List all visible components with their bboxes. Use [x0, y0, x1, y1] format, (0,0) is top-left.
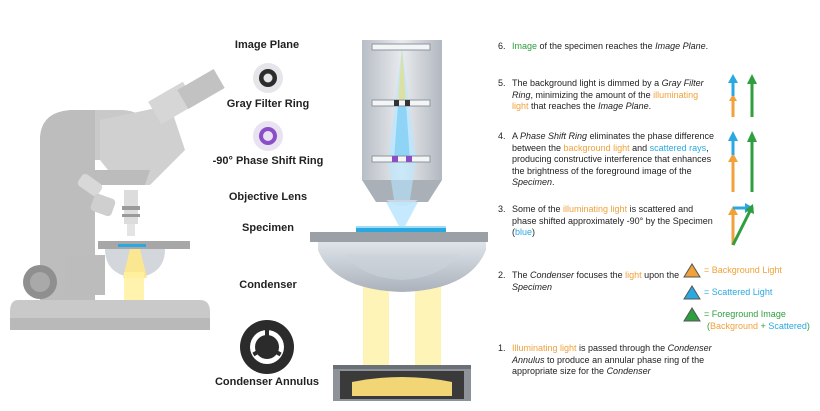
condenser-annulus-icon: [240, 320, 294, 374]
condenser-lens: [318, 242, 486, 292]
step-text-run: Some of the: [512, 204, 564, 214]
image-plane-bar: [371, 43, 431, 51]
legend-foreground-label: Foreground Image: [711, 309, 786, 319]
step-text-run: Phase Shift Ring: [520, 131, 588, 141]
step-text-run: Specimen: [512, 281, 553, 292]
step-text-run: Condenser: [606, 366, 651, 376]
legend-scattered: = Scattered Light: [704, 287, 772, 297]
image-plane-label: Image Plane: [234, 39, 300, 51]
gray-filter-ring-icon: [253, 63, 283, 93]
step-text-run: The: [512, 270, 531, 280]
step-number: 2.: [498, 270, 506, 280]
legend-background-label: Background Light: [711, 265, 782, 275]
step-text-run: Image Plane: [655, 41, 706, 51]
step-text: Image of the specimen reaches the Image …: [512, 41, 714, 53]
step-text-run: Specimen: [512, 177, 553, 187]
legend-sub-plus: +: [758, 321, 769, 331]
paren-close: ): [806, 321, 810, 331]
step-text: The Condenser focuses the light upon the…: [512, 270, 714, 293]
step-text: A Phase Shift Ring eliminates the phase …: [512, 131, 714, 189]
step-text-run: Image Plane: [598, 101, 649, 111]
step-text-run: to produce an annular phase ring of the …: [512, 354, 705, 377]
step-text-run: The background light is dimmed by a: [512, 78, 662, 88]
step-text-run: that reaches the: [528, 101, 599, 111]
legend-sub-scattered: Scattered: [768, 321, 807, 331]
step-number: 3.: [498, 204, 506, 214]
vector-arrow-icon: [728, 74, 757, 246]
legend-eq: =: [704, 287, 710, 297]
condenser-annulus-label: Condenser Annulus: [214, 376, 320, 388]
paren-open: (: [707, 321, 710, 331]
step-text: Some of the illuminating light is scatte…: [512, 204, 714, 239]
phase-shift-ring-bar: [371, 155, 431, 163]
step-text-run: of the specimen reaches the: [537, 41, 656, 51]
step-text-run: .: [705, 41, 709, 51]
step-text-run: ): [532, 227, 536, 237]
step-text: The background light is dimmed by a Gray…: [512, 78, 714, 113]
phase-shift-ring-label: -90° Phase Shift Ring: [212, 155, 324, 167]
legend-eq: =: [704, 265, 710, 275]
step-text-run: is scattered and phase shifted approxima…: [512, 204, 713, 237]
step-text-run: and: [629, 142, 650, 153]
gray-filter-ring-bar: [371, 99, 431, 107]
step-text-run: A: [512, 131, 521, 141]
specimen-label: Specimen: [242, 222, 294, 234]
legend-swatches: [683, 263, 701, 322]
legend-background: = Background Light: [704, 265, 782, 275]
step-text-run: light: [625, 270, 642, 280]
step-text-run: Condenser Annulus: [512, 343, 712, 365]
stage: [310, 226, 488, 242]
step-text-run: blue: [515, 227, 533, 237]
legend-scattered-label: Scattered Light: [711, 287, 773, 297]
step-text-run: Gray Filter Ring: [512, 78, 704, 100]
gray-filter-ring-label: Gray Filter Ring: [226, 98, 310, 110]
phase-shift-ring-icon: [253, 121, 283, 151]
legend-foreground-sub: (Background + Scattered): [707, 321, 810, 331]
step-number: 4.: [498, 131, 506, 141]
step-text-run: , producing constructive interference th…: [512, 142, 712, 176]
microscope-illustration: [10, 68, 225, 330]
step-text-run: Image: [512, 41, 538, 51]
step-text-run: scattered rays: [649, 142, 707, 153]
step-text-run: , minimizing the amount of the: [530, 89, 654, 100]
objective-lens-label: Objective Lens: [228, 191, 308, 203]
legend-foreground: = Foreground Image: [704, 309, 786, 319]
step-text-run: eliminates the phase difference between …: [512, 131, 714, 153]
step-number: 5.: [498, 78, 506, 88]
legend-eq: =: [704, 309, 710, 319]
step-text-run: focuses the: [574, 270, 626, 280]
step-number: 6.: [498, 41, 506, 51]
step-text: Illuminating light is passed through the…: [512, 343, 714, 378]
step-number: 1.: [498, 343, 506, 353]
step-text-run: illuminating light: [512, 89, 699, 112]
annulus-housing: [333, 365, 471, 401]
step-text-run: is passed through the: [576, 343, 668, 353]
step-text-run: background light: [563, 142, 630, 153]
step-text-run: .: [552, 177, 555, 187]
legend-sub-background: Background: [710, 321, 759, 331]
step-text-run: Illuminating light: [512, 343, 577, 353]
step-text-run: illuminating light: [563, 204, 628, 214]
step-text-run: Condenser: [530, 270, 575, 280]
step-text-run: upon the: [641, 270, 680, 280]
step-text-run: .: [648, 101, 652, 111]
condenser-label: Condenser: [239, 279, 297, 291]
